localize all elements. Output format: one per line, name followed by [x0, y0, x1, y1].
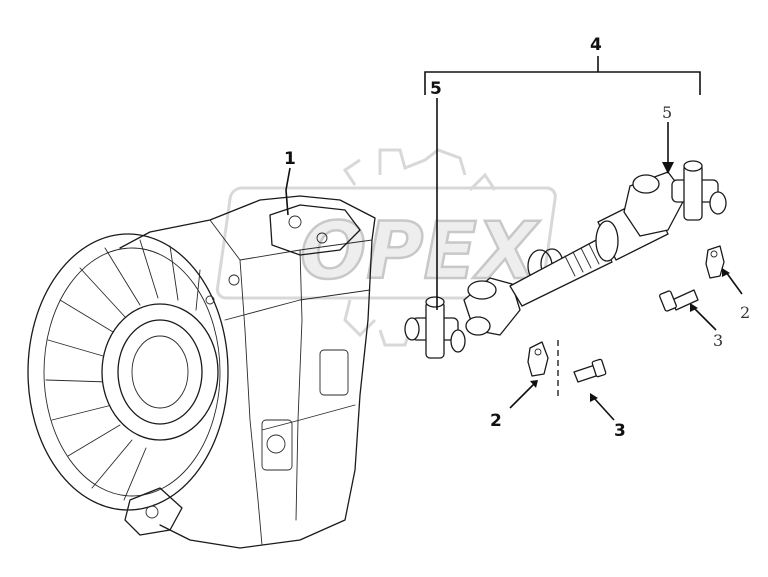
callout-2-right: 2: [740, 303, 750, 322]
transmission-housing: [27, 195, 376, 549]
bell-housing-ribs: [45, 239, 201, 501]
universal-joint-left: [404, 296, 466, 359]
watermark-frame: [215, 186, 557, 300]
watermark-gear: [342, 148, 497, 192]
lock-plate-left: [527, 341, 549, 377]
callout-4: 4: [590, 35, 602, 55]
bearing-bore: [101, 303, 219, 441]
callout-5-left: 5: [430, 79, 442, 99]
leader-3-right: [693, 307, 717, 331]
top-cover: [269, 204, 361, 256]
watermark-gear-lower: [343, 299, 412, 347]
leader-2-right: [725, 271, 743, 295]
bolt-right: [659, 289, 699, 312]
bolt-left: [573, 358, 607, 383]
splined-shaft: [509, 237, 613, 307]
slip-yoke: [463, 277, 521, 336]
leader-2-left: [509, 383, 535, 409]
gearbox-case: [119, 195, 376, 549]
universal-joint-right: [623, 160, 727, 237]
callout-5-right: 5: [662, 103, 672, 122]
lock-plate-right: [705, 245, 725, 279]
leader-1: [285, 167, 291, 216]
callout-3-left: 3: [614, 421, 626, 441]
mounting-foot: [124, 487, 183, 536]
callout-4-bracket: [424, 56, 701, 95]
leader-lines: [285, 98, 743, 421]
leader-3-left: [593, 397, 615, 421]
callout-2-left: 2: [490, 411, 502, 431]
callout-3-right: 3: [713, 331, 723, 350]
callout-1: 1: [284, 149, 296, 169]
